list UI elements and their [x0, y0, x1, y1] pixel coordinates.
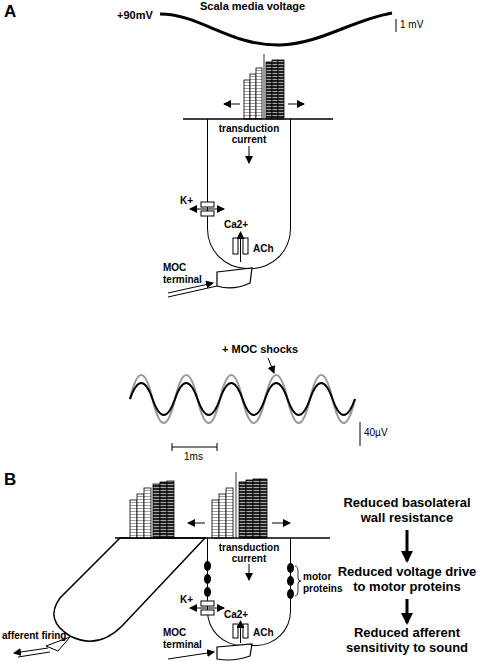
scale-label: 1 mV	[400, 19, 423, 31]
scale-tick	[172, 443, 173, 451]
efferent-axon	[168, 286, 217, 297]
current-arrow	[249, 146, 250, 163]
stereocilium	[278, 60, 284, 119]
ion-label: Ca2+	[224, 609, 248, 621]
afferent-axon	[18, 652, 50, 657]
voltage-trace	[160, 13, 392, 45]
effect-statement: Reduced basolateral wall resistance	[334, 496, 480, 526]
effect-statement: Reduced afferent sensitivity to sound	[334, 626, 480, 656]
current-arrow	[249, 564, 250, 580]
effect-statement: Reduced voltage drive to motor proteins	[334, 565, 480, 595]
hair-bundle	[244, 54, 284, 119]
panel-letter: A	[4, 2, 16, 22]
stereocilium	[212, 500, 219, 538]
deflection-arrow	[224, 104, 240, 105]
scale-label: 1ms	[184, 451, 203, 463]
trace-title: Scala media voltage	[200, 0, 305, 13]
afferent-axon	[14, 648, 48, 653]
flux-arrow	[240, 621, 241, 643]
channel-subunit	[243, 624, 248, 638]
scale-bar	[360, 422, 361, 446]
stereocilium	[250, 74, 256, 119]
hair-cell: transduction current	[207, 119, 291, 269]
motor-proteins	[204, 561, 294, 599]
kinocilium	[236, 472, 237, 538]
ion-label: K+	[180, 195, 193, 207]
transmitter-label: ACh	[253, 243, 274, 255]
stereocilium	[256, 68, 262, 119]
stereocilium	[260, 479, 267, 538]
scale-label: 40µV	[364, 427, 388, 439]
transmitter-label: ACh	[253, 627, 274, 639]
stereocilium	[272, 60, 278, 119]
flux-arrow	[240, 232, 241, 262]
hair-bundle	[212, 472, 267, 538]
terminal-label: MOC terminal	[163, 262, 207, 285]
stereocilium	[167, 481, 174, 538]
channel-subunit	[233, 624, 238, 638]
stereocilium	[219, 494, 226, 538]
stereocilium	[130, 500, 137, 538]
scale-bar	[172, 447, 217, 448]
flow-arrow	[406, 599, 409, 623]
panel-letter: B	[4, 470, 16, 490]
cell-label: transduction current	[208, 119, 290, 145]
inner-hair-cell	[54, 538, 205, 641]
ach-receptor	[233, 232, 248, 262]
stereocilium	[266, 62, 272, 119]
moc-terminal	[217, 268, 252, 288]
stereocilium	[226, 488, 233, 538]
deflection-arrow	[188, 523, 205, 524]
scale-tick	[217, 443, 218, 451]
hair-bundle	[130, 481, 174, 538]
kinocilium	[264, 54, 265, 119]
moc-terminal	[217, 644, 252, 660]
cell-label: transduction current	[208, 538, 290, 564]
ach-receptor	[233, 621, 248, 643]
stimulus-label: + MOC shocks	[222, 343, 298, 356]
hair-cell: transduction current	[207, 538, 291, 646]
channel-subunit	[233, 238, 238, 254]
stereocilium	[153, 484, 160, 538]
terminal-label: MOC terminal	[163, 627, 207, 650]
part-label: afferent firing	[2, 630, 66, 642]
deflection-arrow	[272, 523, 290, 524]
scale-bar	[396, 19, 397, 32]
flow-arrow	[406, 530, 409, 561]
deflection-arrow	[288, 104, 304, 105]
stereocilium	[144, 488, 151, 538]
waveform-control	[130, 383, 355, 415]
time-scale-bar	[172, 443, 217, 451]
waveform-shock	[130, 375, 355, 423]
brace	[295, 566, 301, 596]
stereocilium	[253, 479, 260, 538]
stereocilium	[137, 494, 144, 538]
channel-subunit	[243, 238, 248, 254]
leader-arrow	[268, 358, 274, 373]
stereocilium	[160, 482, 167, 538]
stereocilium	[244, 80, 250, 119]
stereocilium	[246, 480, 253, 538]
ion-label: K+	[180, 594, 193, 606]
efferent-axon	[168, 652, 214, 659]
ion-label: Ca2+	[224, 219, 248, 231]
stereocilium	[239, 482, 246, 538]
voltage-value: +90mV	[117, 9, 153, 22]
